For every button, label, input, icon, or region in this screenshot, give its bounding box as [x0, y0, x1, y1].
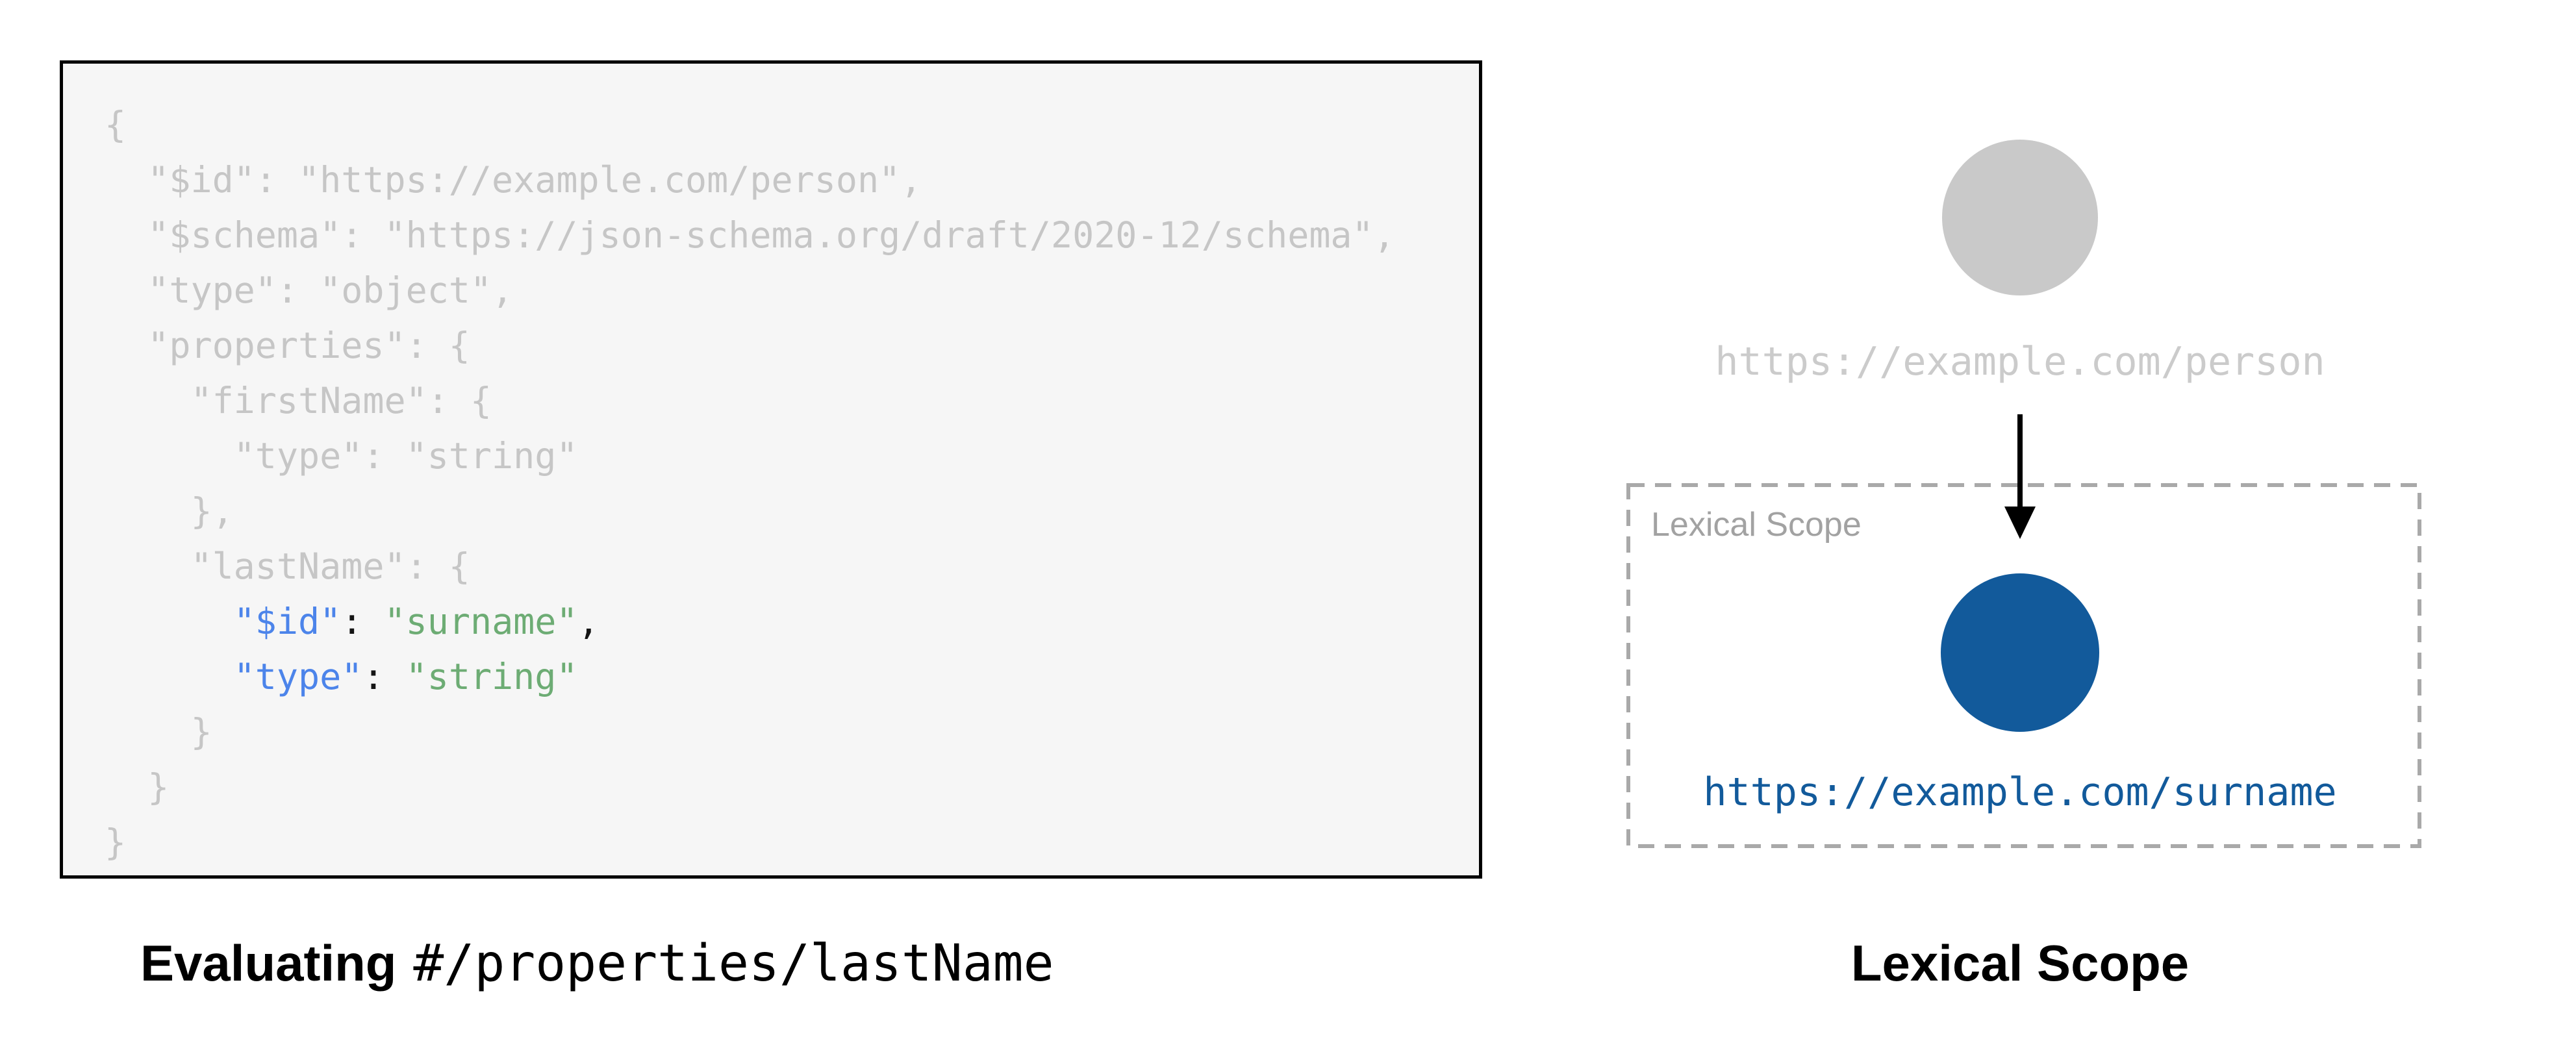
code-token: "lastName": {	[105, 545, 470, 587]
code-line: "type": "object",	[105, 263, 1466, 318]
code-line: "type": "string"	[105, 649, 1466, 705]
arrow-shaft	[2017, 414, 2023, 509]
code-token: "$id": "https://example.com/person",	[105, 159, 922, 201]
code-token	[105, 601, 234, 642]
code-line: "firstName": {	[105, 373, 1466, 429]
code-line: "properties": {	[105, 318, 1466, 373]
json-schema-code-panel: { "$id": "https://example.com/person", "…	[60, 60, 1482, 879]
left-caption-bold-text: Evaluating	[140, 934, 397, 992]
code-token: ,	[577, 601, 600, 642]
code-token: },	[105, 490, 234, 532]
code-line: },	[105, 484, 1466, 539]
code-line: }	[105, 705, 1466, 760]
code-line: }	[105, 815, 1466, 870]
code-line: "$id": "https://example.com/person",	[105, 153, 1466, 208]
code-token: "string"	[405, 656, 578, 697]
code-line: "$schema": "https://json-schema.org/draf…	[105, 208, 1466, 263]
code-line: {	[105, 97, 1466, 153]
code-token: "firstName": {	[105, 380, 492, 421]
code-token: }	[105, 821, 127, 863]
child-schema-circle	[1941, 573, 2099, 732]
code-token	[105, 656, 234, 697]
left-caption: Evaluating #/properties/lastName	[140, 937, 1054, 1004]
arrow-head-icon	[2004, 507, 2036, 539]
lexical-scope-box	[1626, 483, 2421, 848]
code-line: }	[105, 760, 1466, 815]
down-arrow-connector	[2004, 414, 2036, 539]
lexical-scope-box-label: Lexical Scope	[1651, 506, 1862, 544]
code-token: "type": "string"	[105, 435, 578, 477]
code-token: "properties": {	[105, 325, 470, 366]
right-caption: Lexical Scope	[1850, 934, 2190, 992]
code-token: "$id"	[233, 601, 342, 642]
left-caption-json-pointer: #/properties/lastName	[413, 934, 1054, 993]
code-token: "$schema": "https://json-schema.org/draf…	[105, 214, 1395, 256]
code-line: "lastName": {	[105, 539, 1466, 594]
code-token: }	[105, 766, 170, 808]
code-token: {	[105, 104, 127, 145]
code-lines: { "$id": "https://example.com/person", "…	[63, 64, 1479, 870]
code-token: }	[105, 711, 212, 753]
lexical-scope-dashed-border	[1626, 483, 2421, 848]
code-token: "surname"	[384, 601, 578, 642]
code-line: "type": "string"	[105, 429, 1466, 484]
code-line: "$id": "surname",	[105, 594, 1466, 649]
code-token: "type": "object",	[105, 269, 514, 311]
code-token: :	[341, 601, 385, 642]
parent-schema-circle	[1942, 140, 2098, 295]
code-token: "type"	[233, 656, 363, 697]
parent-schema-uri-label: https://example.com/person	[1715, 339, 2325, 384]
child-schema-uri-label: https://example.com/surname	[1703, 770, 2337, 815]
code-token: :	[362, 656, 406, 697]
